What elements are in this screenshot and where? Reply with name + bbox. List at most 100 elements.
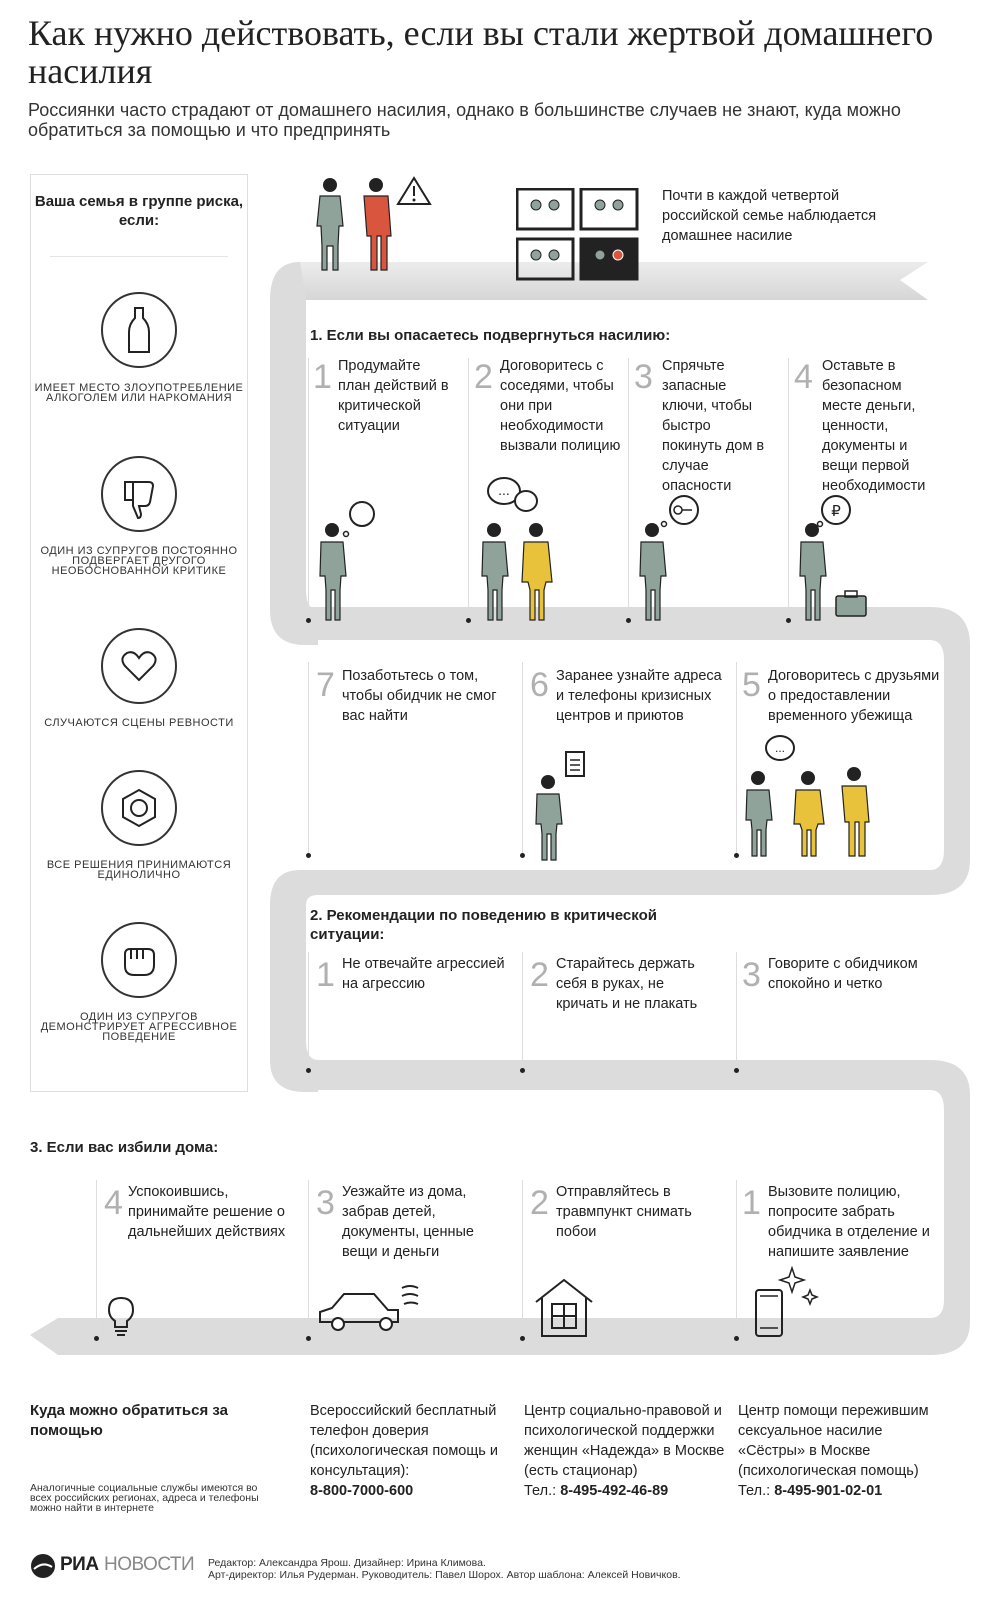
- step-line: [736, 952, 737, 1072]
- family-frames-icon: [516, 188, 639, 281]
- couple-illustration: [316, 176, 432, 271]
- step-text: Спрячьте запасные ключи, чтобы быстро по…: [662, 358, 765, 494]
- step-text: Заранее узнайте адреса и телефоны кризис…: [556, 668, 722, 724]
- step-line: [736, 1180, 737, 1338]
- credits-line: Арт-директор: Илья Рудерман. Руководител…: [208, 1569, 681, 1581]
- risk-divider: [50, 256, 228, 257]
- suitcase-icon: [835, 590, 867, 617]
- step-line: [736, 662, 737, 854]
- timeline-dot: [734, 853, 739, 858]
- step-line: [308, 662, 309, 854]
- timeline-dot: [734, 1336, 739, 1341]
- stat-text: Почти в каждой четвертой российской семь…: [662, 188, 877, 244]
- thought-bubble-icon: [349, 501, 375, 527]
- step-line: [522, 1180, 523, 1338]
- house-icon: [535, 1278, 593, 1337]
- ruble-icon: [821, 495, 851, 525]
- step-line: [308, 952, 309, 1072]
- logo-text-a: РИА: [60, 1554, 99, 1575]
- logo-text-b: НОВОСТИ: [104, 1554, 195, 1575]
- step-text: Говорите с обидчиком спокойно и четко: [768, 956, 918, 992]
- phone-icon: [755, 1266, 820, 1337]
- contact-nadezhda: Центр социально-правовой и психологическ…: [524, 1401, 730, 1501]
- contact-phone: 8-495-492-46-89: [560, 1483, 669, 1499]
- clipboard-icon: [565, 751, 585, 777]
- contact-hotline: Всероссийский бесплатный телефон доверия…: [310, 1401, 510, 1501]
- step-text: Продумайте план действий в критической с…: [338, 358, 449, 434]
- section2-title: 2. Рекомендации по поведению в критическ…: [310, 907, 657, 943]
- speech-bubble-icon: ...: [487, 477, 538, 512]
- timeline-dot: [626, 618, 631, 623]
- step-line: [628, 358, 629, 620]
- step-text: Договоритесь с соседями, чтобы они при н…: [500, 358, 621, 454]
- contact-text: Центр помощи пережившим сексуальное наси…: [738, 1403, 929, 1479]
- contact-phone-prefix: Тел.:: [738, 1483, 775, 1499]
- step-text: Вызовите полицию, попросите забрать обид…: [768, 1184, 930, 1260]
- step-text: Не отвечайте агрессией на агрессию: [342, 956, 505, 992]
- svg-text:...: ...: [498, 482, 510, 498]
- car-icon: [319, 1285, 419, 1331]
- step-number: 3: [316, 1184, 335, 1222]
- section3-title: 3. Если вас избили дома:: [30, 1139, 219, 1156]
- step-number: 1: [316, 956, 335, 994]
- timeline-dot: [306, 1068, 311, 1073]
- step-number: 7: [316, 666, 335, 704]
- step-text: Оставьте в безопасном месте деньги, ценн…: [822, 358, 926, 494]
- page-title: Как нужно действовать, если вы стали жер…: [28, 13, 934, 91]
- timeline-dot: [306, 1336, 311, 1341]
- step-line: [788, 358, 789, 620]
- risk-item-text: ОДИН ИЗ СУПРУГОВ ДЕМОНСТРИРУЕТ АГРЕССИВН…: [40, 1011, 238, 1043]
- step-text: Договоритесь с друзьями о предоставлении…: [768, 668, 940, 724]
- timeline-dot: [94, 1336, 99, 1341]
- timeline-dot: [466, 618, 471, 623]
- victim-figure: [316, 178, 344, 271]
- step-line: [522, 662, 523, 854]
- timeline-dot: [734, 1068, 739, 1073]
- step-line: [308, 1180, 309, 1338]
- money-figure: ₽: [799, 495, 867, 621]
- step-text: Позаботьтесь о том, чтобы обидчик не смо…: [342, 668, 497, 724]
- step-number: 5: [742, 666, 761, 704]
- neighbors-figure: ...: [481, 477, 553, 621]
- timeline-dot: [306, 853, 311, 858]
- timeline-dot: [520, 1068, 525, 1073]
- credits: Редактор: Александра Ярош. Дизайнер: Ири…: [208, 1557, 968, 1581]
- contacts-heading: Куда можно обратиться за помощью: [30, 1402, 228, 1439]
- ria-novosti-logo: РИА НОВОСТИ: [30, 1552, 205, 1580]
- timeline-dot: [520, 853, 525, 858]
- step-line: [96, 1180, 97, 1338]
- step-number: 3: [634, 358, 653, 396]
- speech-bubble-icon: ...: [765, 735, 795, 761]
- risk-item-text: ИМЕЕТ МЕСТО ЗЛОУПОТРЕБЛЕНИЕ АЛКОГОЛЕМ ИЛ…: [34, 382, 244, 404]
- section1-title: 1. Если вы опасаетесь подвергнуться наси…: [310, 327, 671, 344]
- timeline-dot: [306, 618, 311, 623]
- step-number: 2: [474, 358, 493, 396]
- step-text: Старайтесь держать себя в руках, не крич…: [556, 956, 698, 1012]
- contacts-note: Аналогичные социальные службы имеются во…: [30, 1482, 259, 1514]
- heart-icon: [101, 628, 177, 704]
- thumbs-down-icon: [101, 456, 177, 532]
- contact-sestry: Центр помощи пережившим сексуальное наси…: [738, 1401, 944, 1501]
- step-number: 1: [742, 1184, 761, 1222]
- step-number: 2: [530, 1184, 549, 1222]
- credits-line: Редактор: Александра Ярош. Дизайнер: Ири…: [208, 1557, 486, 1569]
- step-text: Уезжайте из дома, забрав детей, документ…: [342, 1184, 474, 1260]
- warning-icon: [396, 176, 432, 205]
- timeline-dot: [520, 1336, 525, 1341]
- contact-text: Всероссийский бесплатный телефон доверия…: [310, 1403, 498, 1479]
- step-line: [468, 358, 469, 620]
- step-number: 2: [530, 956, 549, 994]
- step-text: Успокоившись, принимайте решение о дальн…: [128, 1184, 286, 1240]
- risk-item-text: ОДИН ИЗ СУПРУГОВ ПОСТОЯННО ПОДВЕРГАЕТ ДР…: [40, 545, 238, 577]
- contact-phone: 8-495-901-02-01: [774, 1483, 883, 1499]
- abuser-figure: [363, 178, 392, 271]
- contact-phone-prefix: Тел.:: [524, 1483, 561, 1499]
- step-line: [308, 358, 309, 620]
- timeline-dot: [786, 618, 791, 623]
- step-number: 4: [794, 358, 813, 396]
- svg-text:...: ...: [775, 741, 785, 755]
- svg-text:₽: ₽: [831, 502, 841, 520]
- step-line: [522, 952, 523, 1072]
- contact-phone: 8-800-7000-600: [310, 1483, 414, 1499]
